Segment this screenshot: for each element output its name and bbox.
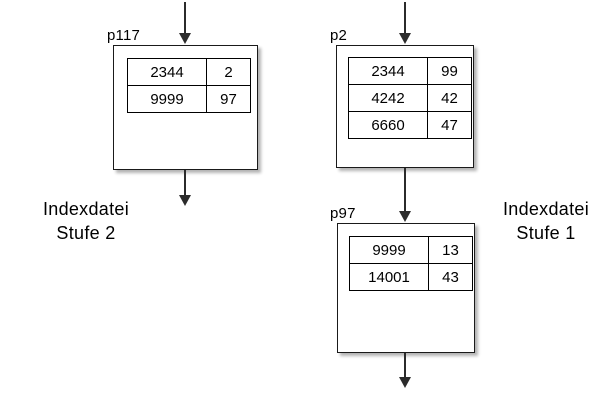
node-label-p117: p117 — [107, 27, 141, 44]
entry-key: 9999 — [127, 85, 207, 113]
entry-key: 4242 — [348, 84, 428, 112]
table-row: 2344 99 — [348, 57, 472, 85]
arrow-p2-to-p97-shaft — [404, 168, 406, 213]
entry-table-p2: 2344 99 4242 42 6660 47 — [348, 57, 472, 139]
arrow-out-p117-shaft — [184, 170, 186, 197]
caption-right: Indexdatei Stufe 1 — [502, 199, 590, 244]
entry-key: 2344 — [127, 58, 207, 86]
table-row: 14001 43 — [349, 263, 473, 291]
entry-pointer: 97 — [206, 85, 251, 113]
caption-left: Indexdatei Stufe 2 — [42, 199, 130, 244]
entry-key: 2344 — [348, 57, 428, 85]
arrow-out-p97-shaft — [404, 353, 406, 379]
arrow-into-p117-shaft — [184, 2, 186, 35]
arrow-out-p97-head — [399, 377, 411, 388]
entry-table-p97: 9999 13 14001 43 — [349, 236, 473, 291]
node-label-p2: p2 — [330, 27, 348, 44]
arrow-into-p117-head — [179, 33, 191, 44]
arrow-p2-to-p97-head — [399, 211, 411, 222]
arrow-into-p2-shaft — [404, 2, 406, 35]
entry-pointer: 43 — [428, 263, 473, 291]
entry-pointer: 13 — [428, 236, 473, 264]
entry-pointer: 47 — [427, 111, 472, 139]
node-box-p2: 2344 99 4242 42 6660 47 — [336, 45, 474, 168]
table-row: 6660 47 — [348, 111, 472, 139]
entry-key: 6660 — [348, 111, 428, 139]
entry-pointer: 42 — [427, 84, 472, 112]
arrow-out-p117-head — [179, 195, 191, 206]
table-row: 2344 2 — [127, 58, 251, 86]
arrow-into-p2-head — [399, 33, 411, 44]
node-box-p97: 9999 13 14001 43 — [337, 223, 475, 353]
node-box-p117: 2344 2 9999 97 — [113, 45, 258, 170]
table-row: 9999 13 — [349, 236, 473, 264]
entry-table-p117: 2344 2 9999 97 — [127, 58, 251, 113]
entry-key: 9999 — [349, 236, 429, 264]
entry-pointer: 2 — [206, 58, 251, 86]
table-row: 4242 42 — [348, 84, 472, 112]
table-row: 9999 97 — [127, 85, 251, 113]
entry-key: 14001 — [349, 263, 429, 291]
node-label-p97: p97 — [330, 205, 356, 222]
entry-pointer: 99 — [427, 57, 472, 85]
